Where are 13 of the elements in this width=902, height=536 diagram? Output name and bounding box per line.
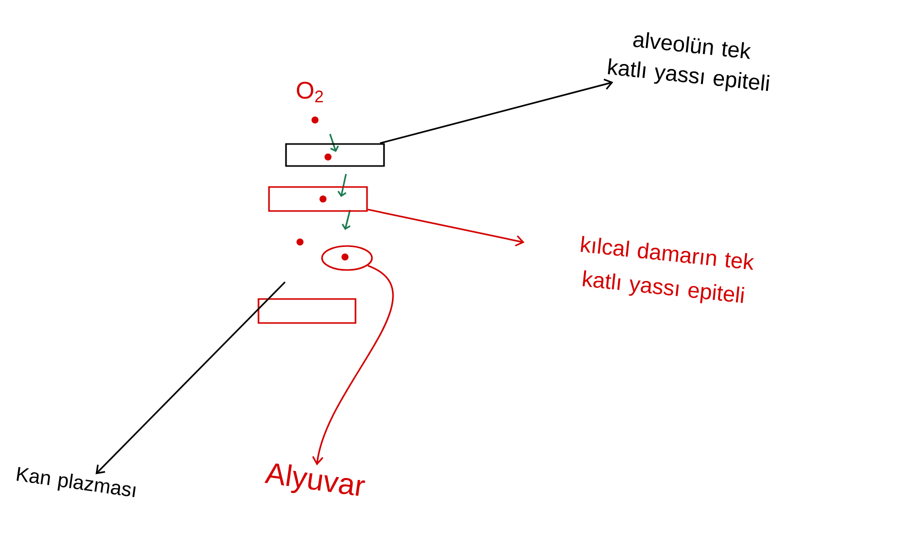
handwritten-label: Alyuvar	[264, 463, 366, 496]
arrow	[312, 264, 394, 466]
arrow	[380, 78, 614, 144]
handwritten-label: alveolün tek katlı yassı epiteli	[608, 32, 770, 92]
arrow	[368, 208, 525, 246]
arrow	[96, 281, 286, 474]
handwritten-label: kılcal damarın tek katlı yassı epiteli	[580, 236, 754, 304]
blood-cell-ellipse	[321, 245, 373, 271]
membrane-box	[258, 298, 356, 324]
gas-label: O$_{2}$	[296, 82, 323, 102]
membrane-box	[268, 186, 368, 212]
handwritten-label: Kan plazması	[16, 467, 136, 498]
membrane-box	[285, 143, 385, 167]
